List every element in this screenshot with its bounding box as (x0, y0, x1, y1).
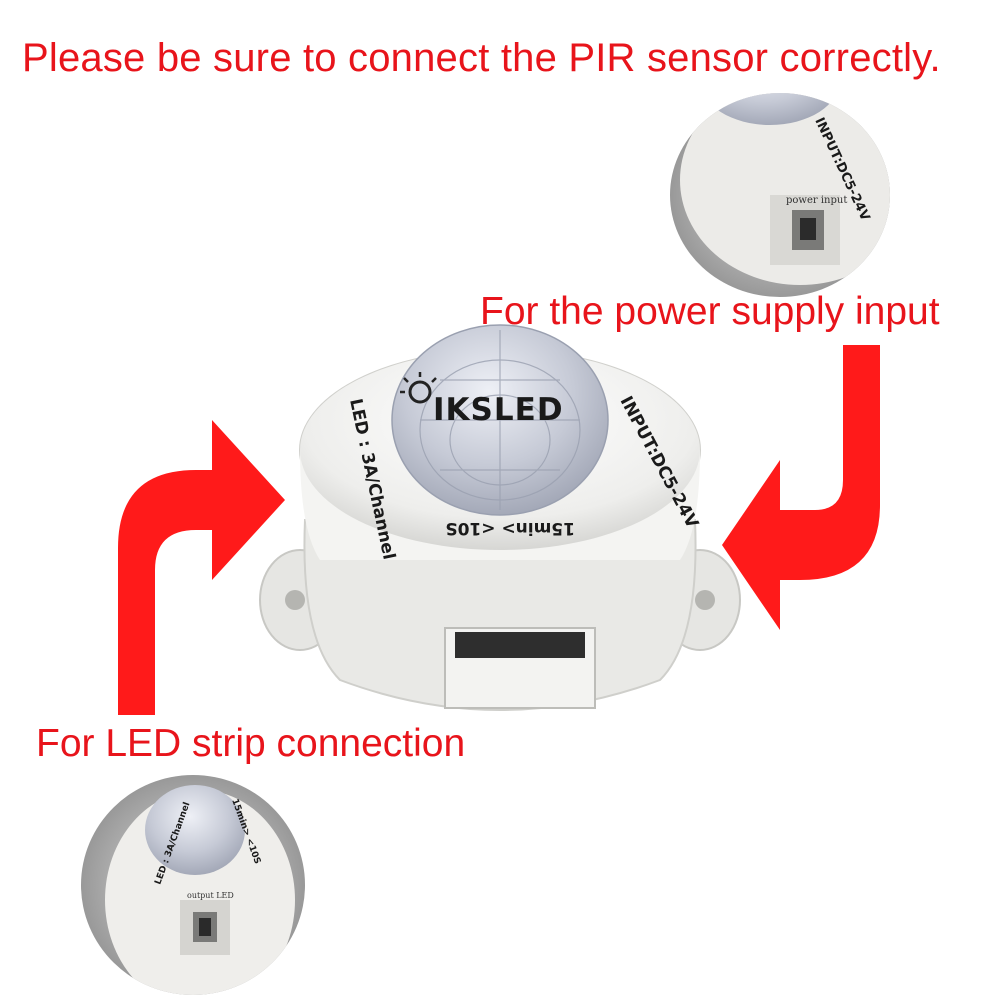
pir-sensor-device: IKSLED LED : 3A/Channel INPUT:DC5-24V 15… (259, 324, 741, 711)
led-strip-caption: For LED strip connection (36, 722, 466, 765)
led-strip-arrow (118, 420, 285, 715)
timer-label: 15min> <10S (445, 518, 575, 538)
brand-logo: IKSLED (400, 372, 564, 428)
power-input-inset: power input INPUT:DC5-24V (670, 93, 890, 297)
headline: Please be sure to connect the PIR sensor… (22, 36, 941, 80)
led-output-inset: output LED LED : 3A/Channel 15min> <10S (81, 775, 305, 995)
power-supply-arrow (722, 345, 880, 630)
output-led-port-label: output LED (187, 891, 234, 900)
svg-text:IKSLED: IKSLED (433, 392, 564, 428)
power-supply-caption: For the power supply input (480, 290, 940, 333)
power-input-port-label: power input (786, 195, 847, 206)
